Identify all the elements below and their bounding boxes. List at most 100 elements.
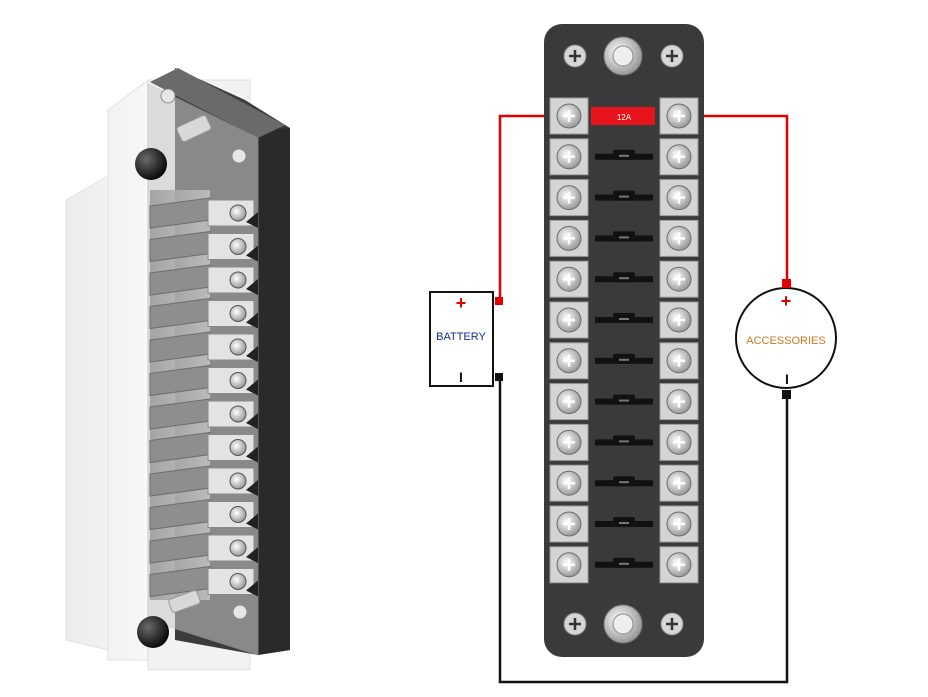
fuse-block-top-view: 12A — [544, 24, 704, 657]
battery-negative-terminal-icon — [495, 373, 503, 381]
fuse-row — [549, 546, 699, 584]
iso-terminal-shadow — [246, 547, 258, 563]
iso-terminal-shadow — [246, 312, 258, 329]
iso-screw-icon — [229, 439, 247, 456]
screw-cross-icon — [563, 558, 575, 571]
screw-cross-icon — [563, 518, 575, 530]
iso-terminal-shadow — [246, 212, 258, 228]
iso-terminal-shadow — [246, 379, 258, 396]
screw-cross-icon — [563, 273, 575, 286]
fuse-highlight — [619, 236, 629, 239]
accessories-negative-terminal-icon — [782, 390, 791, 399]
accessories-positive-symbol: + — [781, 291, 792, 311]
iso-terminal-shadow — [246, 513, 258, 530]
fuse-highlight — [619, 522, 629, 524]
fuse-highlight — [619, 481, 629, 484]
mount-hole-icon — [160, 88, 176, 104]
fuse-row — [549, 505, 699, 543]
mount-hole-icon — [231, 148, 247, 164]
battery-positive-symbol: + — [456, 293, 467, 313]
fuse-12a[interactable] — [591, 107, 655, 125]
fuse-row — [549, 464, 699, 502]
screw-cross-icon — [673, 110, 685, 122]
isometric-fuse-block — [65, 68, 290, 671]
fuse-row — [549, 219, 699, 257]
iso-screw-icon — [229, 338, 247, 356]
screw-cross-icon — [673, 518, 685, 530]
first-fuse-label: 12A — [617, 113, 632, 122]
stud-cap-icon — [137, 616, 169, 648]
iso-terminal-shadow — [246, 480, 258, 496]
iso-terminal-shadow — [246, 279, 258, 295]
screw-cross-icon — [673, 436, 685, 449]
fuse-highlight — [619, 318, 629, 320]
bottom-mount-hardware — [563, 604, 684, 644]
screw-cross-icon — [563, 110, 575, 122]
accessories-negative-symbol: I — [785, 371, 789, 387]
iso-screw-icon — [229, 271, 247, 289]
screw-cross-icon — [563, 395, 575, 408]
screw-cross-icon — [673, 354, 685, 367]
iso-terminal-shadow — [246, 346, 258, 362]
battery-box — [429, 291, 494, 387]
accessories-label: ACCESSORIES — [746, 335, 825, 347]
fuse-row — [549, 423, 699, 461]
iso-terminal-shadow — [246, 580, 258, 597]
screw-cross-icon — [563, 436, 575, 449]
iso-screw-icon — [229, 506, 247, 523]
screw-cross-icon — [673, 150, 685, 163]
fuse-highlight — [619, 440, 629, 443]
screw-cross-icon — [673, 191, 685, 204]
top-mount-hardware — [563, 36, 684, 76]
fuse-highlight — [619, 154, 629, 157]
screw-cross-icon — [673, 395, 685, 408]
screw-cross-icon — [563, 354, 575, 367]
screw-cross-icon — [563, 150, 575, 163]
iso-screw-icon — [229, 405, 247, 423]
screw-cross-icon — [673, 232, 685, 245]
iso-screw-icon — [229, 305, 247, 322]
fuse-row — [549, 138, 699, 176]
screw-cross-icon — [673, 314, 685, 326]
iso-screw-icon — [229, 539, 247, 557]
fuse-highlight — [619, 562, 629, 565]
screw-cross-icon — [563, 191, 575, 204]
block-base-side — [258, 128, 290, 655]
screw-cross-icon — [563, 477, 575, 490]
screw-cross-icon — [673, 477, 685, 490]
battery-negative-symbol: I — [459, 369, 463, 385]
accessories-positive-terminal-icon — [782, 279, 791, 288]
fuse-highlight — [619, 399, 629, 402]
fuse-row — [549, 383, 699, 421]
iso-terminal-shadow — [246, 245, 258, 262]
stud-cap-icon — [135, 148, 167, 180]
iso-terminal-shadow — [246, 446, 258, 463]
screw-cross-icon — [673, 558, 685, 571]
screw-cross-icon — [563, 232, 575, 245]
accessories-positive-wire — [679, 114, 789, 283]
fuse-row — [549, 260, 699, 298]
battery-positive-terminal-icon — [495, 297, 503, 305]
fuse-row — [549, 179, 699, 217]
battery-label: BATTERY — [436, 331, 486, 343]
accessories: + ACCESSORIES I — [735, 279, 837, 399]
fuse-row — [549, 301, 699, 339]
fuse-row — [549, 97, 699, 135]
fuse-highlight — [619, 277, 629, 280]
fuse-highlight — [619, 358, 629, 361]
fuse-highlight — [619, 195, 629, 198]
iso-screw-icon — [229, 372, 247, 389]
battery: + BATTERY I — [429, 291, 503, 387]
iso-screw-icon — [229, 204, 247, 222]
screw-cross-icon — [673, 273, 685, 286]
iso-screw-icon — [229, 238, 247, 255]
block-top-plate — [150, 68, 285, 138]
negative-ground-wire — [498, 377, 789, 684]
screw-cross-icon — [563, 314, 575, 326]
iso-screw-icon — [229, 573, 247, 590]
iso-terminal-shadow — [246, 413, 258, 429]
fuse-row — [549, 342, 699, 380]
mount-hole-icon — [232, 604, 248, 620]
iso-screw-icon — [229, 472, 247, 490]
